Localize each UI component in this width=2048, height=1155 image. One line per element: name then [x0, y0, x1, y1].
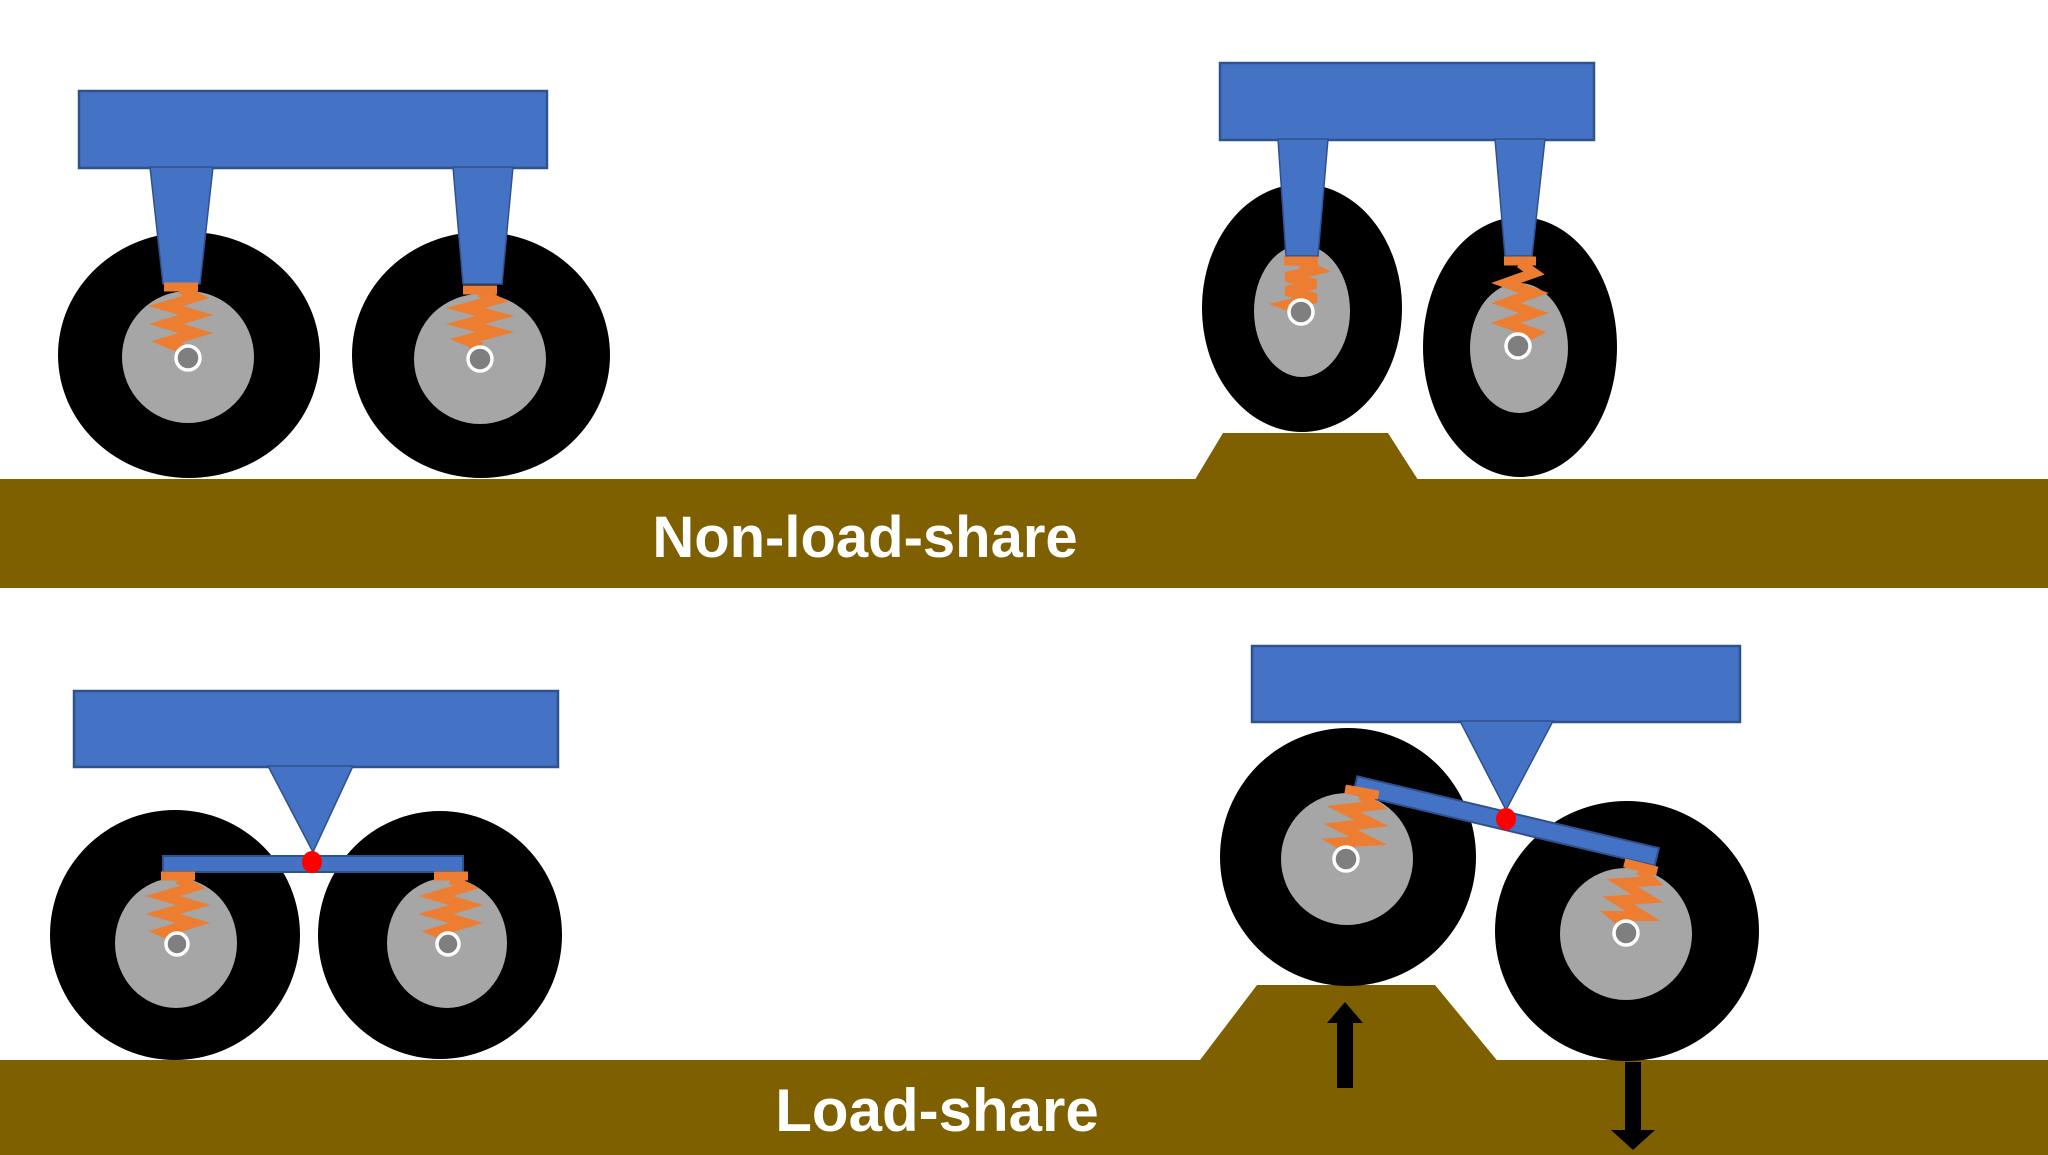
- ground-strip: [0, 1060, 2048, 1155]
- panel-load-share-flat: [50, 689, 562, 1060]
- downward-force-arrow-icon: [1611, 1062, 1655, 1150]
- coil-spring: [148, 282, 214, 354]
- load-share-label: Load-share: [775, 1077, 1098, 1144]
- spring-coil: [418, 874, 484, 944]
- spring-coil: [445, 287, 515, 352]
- chassis-beam: [77, 89, 549, 170]
- chassis-beam: [1250, 644, 1742, 724]
- ground-strip: [0, 479, 2048, 588]
- coil-spring: [445, 285, 515, 352]
- ground-bottom-section: [0, 985, 2048, 1155]
- coil-spring: [418, 871, 484, 944]
- coil-spring: [1600, 858, 1664, 931]
- axle: [1504, 332, 1532, 360]
- axle: [1332, 845, 1360, 873]
- panel-load-share-bump: [1220, 644, 1759, 1150]
- spring-cap: [1344, 784, 1380, 800]
- spring-coil: [1600, 866, 1664, 931]
- spring-coil: [1320, 791, 1389, 856]
- suspension-strut: [149, 166, 214, 285]
- axle: [466, 345, 494, 373]
- non-load-share-label: Non-load-share: [652, 505, 1077, 570]
- spring-coil: [148, 284, 214, 354]
- panel-non-load-share-flat: [58, 89, 610, 478]
- axle: [164, 931, 190, 957]
- panel-non-load-share-bump: [1202, 61, 1617, 477]
- ground-bump: [1193, 433, 1420, 483]
- chassis-beam: [1218, 61, 1596, 142]
- pivot-joint: [302, 851, 322, 873]
- chassis-beam: [72, 689, 560, 769]
- pivot-joint: [1496, 808, 1516, 830]
- suspension-strut: [266, 765, 355, 854]
- suspension-strut: [452, 166, 514, 285]
- coil-spring: [145, 871, 211, 944]
- coil-spring: [1320, 784, 1389, 856]
- ground-top-section: [0, 433, 2048, 588]
- suspension-strut: [1494, 138, 1546, 257]
- spring-coil: [145, 874, 211, 944]
- suspension-strut: [1458, 720, 1555, 812]
- spring-cap: [1623, 858, 1659, 876]
- spring-coil: [1491, 258, 1549, 346]
- axle: [1287, 298, 1315, 326]
- axle: [1612, 919, 1640, 947]
- suspension-strut: [1277, 138, 1329, 257]
- coil-spring-extended: [1491, 256, 1549, 346]
- axle: [174, 344, 202, 372]
- upward-force-arrow-icon: [1327, 1002, 1363, 1088]
- axle: [435, 931, 461, 957]
